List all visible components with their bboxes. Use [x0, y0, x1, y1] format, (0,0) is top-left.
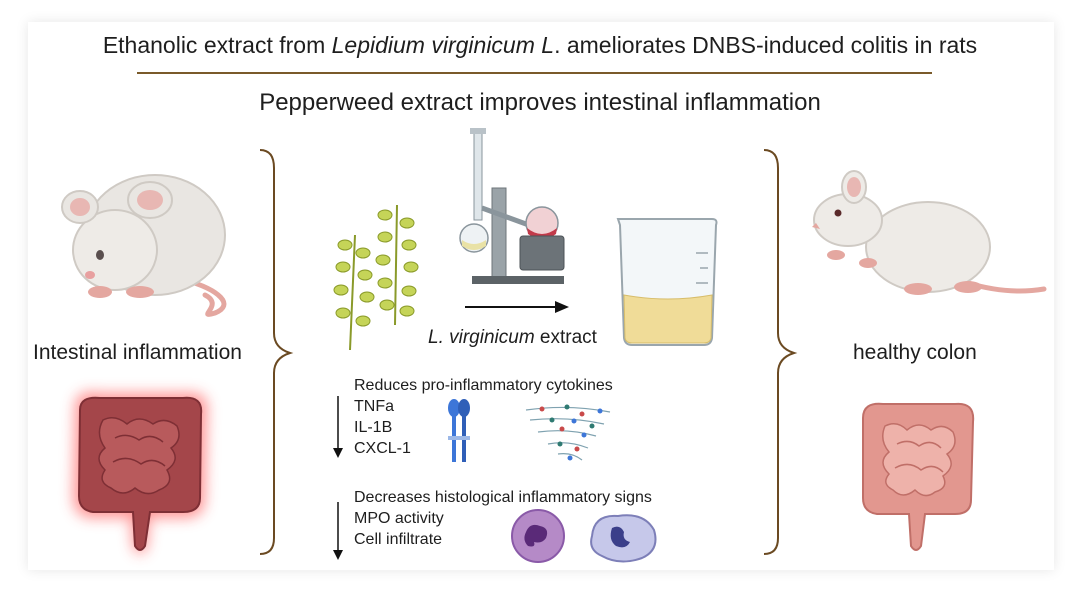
left-bracket: [259, 149, 294, 555]
figure-subtitle: Pepperweed extract improves intestinal i…: [259, 89, 821, 116]
inflamed-colon-illustration: [73, 392, 208, 554]
sick-rat-illustration: [61, 174, 227, 317]
figure-title: Ethanolic extract from Lepidium virginic…: [0, 32, 1080, 59]
cytokine-item: CXCL-1: [354, 440, 411, 457]
cytokines-list: TNFa IL-1B CXCL-1: [354, 396, 411, 459]
pepperweed-plant-illustration: [333, 204, 419, 351]
beaker-illustration: [616, 218, 718, 346]
title-species: Lepidium virginicum L: [331, 32, 555, 58]
histology-heading: Decreases histological inflammatory sign…: [354, 489, 652, 506]
decrease-arrow-icon: [333, 396, 343, 458]
cytokine-item: IL-1B: [354, 419, 393, 436]
extract-word: extract: [534, 327, 597, 348]
histology-list: MPO activity Cell infiltrate: [354, 508, 444, 550]
macrophage-cell-icon: [590, 514, 657, 563]
histology-item: Cell infiltrate: [354, 531, 443, 548]
right-bracket: [763, 149, 798, 555]
extract-species: L. virginicum: [428, 327, 535, 348]
cytokines-heading: Reduces pro-inflammatory cytokines: [354, 377, 613, 394]
neutrophil-cell-icon: [511, 509, 565, 563]
decrease-arrow-icon: [333, 502, 343, 560]
rotary-evaporator-illustration: [459, 128, 565, 284]
process-arrow-icon: [465, 301, 569, 313]
healthy-colon-illustration: [862, 402, 975, 551]
receptor-icon: [448, 399, 470, 462]
cytokine-cascade-icon: [525, 404, 611, 461]
histology-item: MPO activity: [354, 510, 444, 527]
cytokine-item: TNFa: [354, 398, 394, 415]
title-suffix: . ameliorates DNBS-induced colitis in ra…: [554, 32, 978, 58]
right-label: healthy colon: [853, 341, 977, 364]
healthy-rat-illustration: [812, 170, 1047, 295]
title-prefix: Ethanolic extract from: [102, 32, 332, 58]
extract-label: L. virginicum extract: [428, 327, 597, 349]
left-label: Intestinal inflammation: [33, 341, 242, 364]
title-divider: [137, 72, 932, 74]
